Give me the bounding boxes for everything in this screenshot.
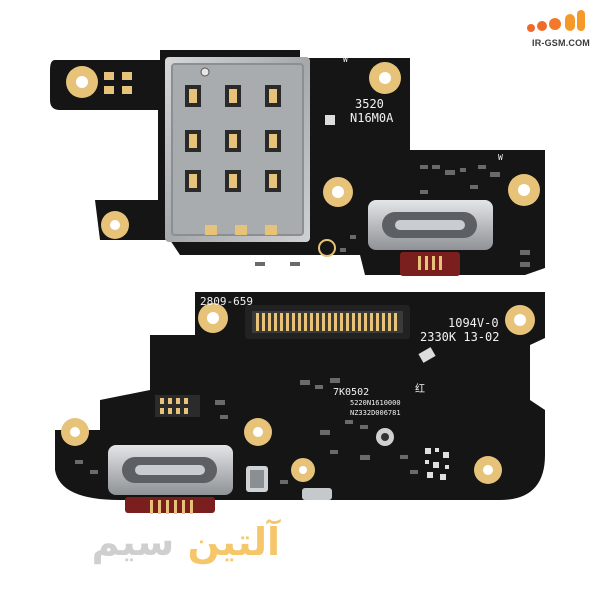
usb-c-port (108, 445, 233, 514)
board-marking: 红 (415, 382, 425, 395)
logo-dot (527, 24, 535, 32)
brand-wordmark: آلتین سیم (30, 520, 280, 570)
brand-word-right: آلتین (187, 520, 280, 564)
board-marking: 2330K 13-02 (420, 330, 499, 344)
board-marking: N16M0A (350, 111, 394, 125)
brand-word-left: سیم (91, 520, 175, 564)
board-marking: 1094V-0 (448, 316, 499, 330)
board-marking: 5220N1610000 (350, 399, 401, 407)
fpc-connector (245, 305, 410, 339)
board-marking: 3520 (355, 97, 384, 111)
board-marking: W (343, 55, 348, 64)
board-marking: W (498, 153, 503, 162)
bottom-board: 2809-659 1094V-0 2330K 13-02 7K0502 5220… (55, 292, 545, 514)
board-marking: 2809-659 (200, 295, 253, 308)
logo-dot (537, 21, 547, 31)
top-board: 3520 N16M0A W W (50, 50, 545, 276)
usb-c-port (368, 200, 493, 276)
watermark-site-text: IR-GSM.COM (532, 38, 590, 48)
logo-dot (549, 18, 561, 30)
board-marking: 7K0502 (333, 387, 369, 398)
sim-card-holder (165, 57, 310, 242)
logo-bar (565, 14, 575, 31)
logo-bar (577, 10, 585, 31)
board-marking: NZ332D006781 (350, 409, 401, 417)
watermark-logo (527, 10, 585, 32)
